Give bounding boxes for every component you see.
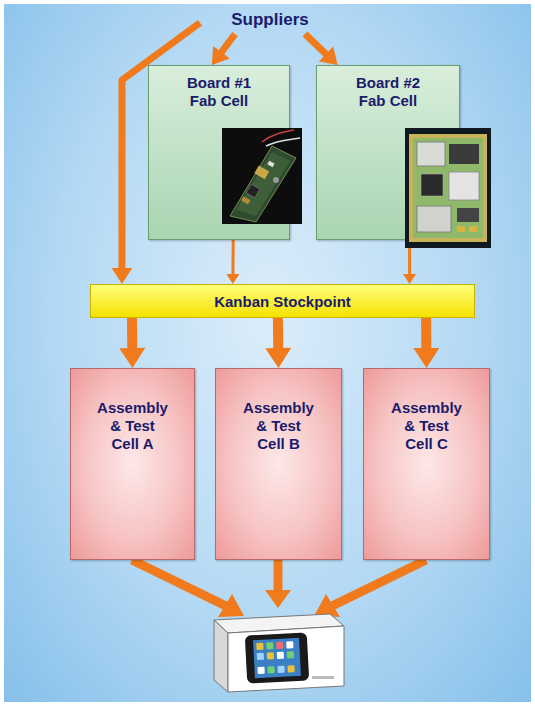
node-label: Kanban Stockpoint: [214, 293, 351, 310]
arrow-line: [421, 318, 431, 349]
stockpoint-bar: Kanban Stockpoint: [90, 284, 475, 318]
node-label: Assembly & Test Cell A: [95, 399, 171, 453]
product-box: [214, 614, 344, 692]
flow-arrow: [212, 34, 235, 65]
flow-arrow: [119, 318, 145, 368]
arrow-head: [314, 594, 340, 617]
arrow-head: [403, 274, 416, 284]
arrow-head: [212, 46, 230, 65]
arrow-head: [265, 348, 291, 368]
assembly-cell-box: Assembly & Test Cell B: [215, 368, 342, 560]
arrow-line: [127, 318, 137, 349]
node-label: Assembly & Test Cell B: [241, 399, 317, 453]
board-photo: [222, 128, 302, 224]
node-label: Suppliers: [231, 10, 308, 30]
output-arrow: [274, 560, 283, 592]
arrow-head: [119, 348, 145, 368]
arrow-head: [218, 594, 244, 617]
board-photo: [405, 128, 491, 248]
output-arrow: [132, 560, 226, 606]
arrow-line: [273, 318, 283, 349]
arrow-line: [231, 240, 234, 275]
arrow-line: [221, 34, 235, 53]
flow-arrow: [413, 318, 439, 368]
node-label: Board #2 Fab Cell: [345, 74, 431, 110]
node-label: Assembly & Test Cell C: [389, 399, 465, 453]
arrow-head: [319, 46, 338, 65]
source-label: Suppliers: [200, 6, 340, 34]
flow-arrow: [305, 34, 338, 65]
assembly-cell-box: Assembly & Test Cell A: [70, 368, 195, 560]
node-label: Board #1 Fab Cell: [176, 74, 262, 110]
arrow-head: [226, 274, 239, 284]
arrow-head: [265, 590, 291, 608]
assembly-cell-box: Assembly & Test Cell C: [363, 368, 490, 560]
arrow-head: [413, 348, 439, 368]
flow-arrow: [226, 240, 239, 284]
flow-arrow: [265, 318, 291, 368]
output-arrow: [332, 560, 426, 606]
arrow-line: [305, 34, 327, 55]
arrow-head: [112, 268, 133, 284]
